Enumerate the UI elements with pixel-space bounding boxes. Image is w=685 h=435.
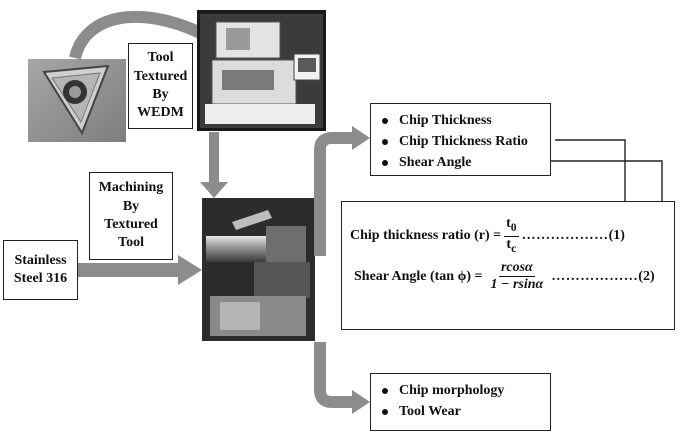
wedm-machine-photo xyxy=(197,10,326,131)
arrowhead-lathe-to-equations xyxy=(352,126,370,150)
eq1-lhs: Chip thickness ratio (r) = xyxy=(350,228,502,244)
eq1-num-sub: 0 xyxy=(510,220,517,234)
eq2-fraction: rcosα 1 − rsinα xyxy=(488,260,545,293)
eq1-num: t xyxy=(506,216,511,231)
equation-1: Chip thickness ratio (r) = t0 tc ……………… … xyxy=(350,216,625,257)
tool-textured-box: Tool Textured By WEDM xyxy=(128,43,193,129)
connector-ratio-to-eq1 xyxy=(555,139,630,213)
eq2-num: rcosα xyxy=(498,260,535,277)
tool-textured-line-4: WEDM xyxy=(137,105,184,121)
outputs-list-top: Chip Thickness Chip Thickness Ratio Shea… xyxy=(370,103,551,176)
arrowhead-lathe-to-morphology xyxy=(352,390,370,414)
machining-line-1: Machining xyxy=(98,180,164,196)
arrow-material-to-lathe xyxy=(78,263,180,277)
equation-2: Shear Angle (tan ϕ) = rcosα 1 − rsinα ……… xyxy=(354,260,655,293)
material-box: Stainless Steel 316 xyxy=(3,240,78,300)
eq1-dots: ……………… xyxy=(521,228,609,244)
output-chip-morphology: Chip morphology xyxy=(375,380,546,401)
output-chip-thickness-ratio: Chip Thickness Ratio xyxy=(375,131,546,152)
eq2-lhs: Shear Angle (tan ϕ) = xyxy=(354,268,483,284)
tool-textured-line-1: Tool xyxy=(147,50,174,66)
arrow-insert-to-wedm xyxy=(69,10,217,60)
arrow-lathe-to-equations xyxy=(314,132,356,256)
arrow-lathe-to-morphology xyxy=(314,342,356,408)
eq1-fraction: t0 tc xyxy=(504,216,519,257)
machining-line-4: Tool xyxy=(118,235,144,251)
arrow-wedm-to-lathe xyxy=(209,132,219,184)
equations-box: Chip thickness ratio (r) = t0 tc ……………… … xyxy=(341,201,675,330)
textured-insert-photo xyxy=(28,59,126,142)
eq1-den-sub: c xyxy=(511,241,517,255)
eq2-dots: ……………… xyxy=(551,268,639,284)
machining-line-3: Textured xyxy=(104,217,158,232)
material-line-1: Stainless xyxy=(14,252,67,268)
output-chip-thickness: Chip Thickness xyxy=(375,110,546,131)
machining-box: Machining By Textured Tool xyxy=(89,172,173,260)
arrowhead-wedm-to-lathe xyxy=(200,182,228,198)
eq2-tag: (2) xyxy=(638,268,655,284)
machining-line-2: By xyxy=(122,198,140,214)
output-tool-wear: Tool Wear xyxy=(375,401,546,422)
lathe-machining-photo xyxy=(202,198,315,341)
eq1-den: t xyxy=(506,236,512,252)
tool-textured-line-3: By xyxy=(152,87,169,102)
eq1-tag: (1) xyxy=(608,228,625,244)
material-line-2: Steel 316 xyxy=(13,271,68,286)
eq2-den: 1 − rsinα xyxy=(490,277,544,292)
output-shear-angle: Shear Angle xyxy=(375,152,546,173)
tool-textured-line-2: Textured xyxy=(133,68,188,84)
outputs-list-bottom: Chip morphology Tool Wear xyxy=(370,373,551,431)
arrowhead-material-to-lathe xyxy=(178,255,202,285)
